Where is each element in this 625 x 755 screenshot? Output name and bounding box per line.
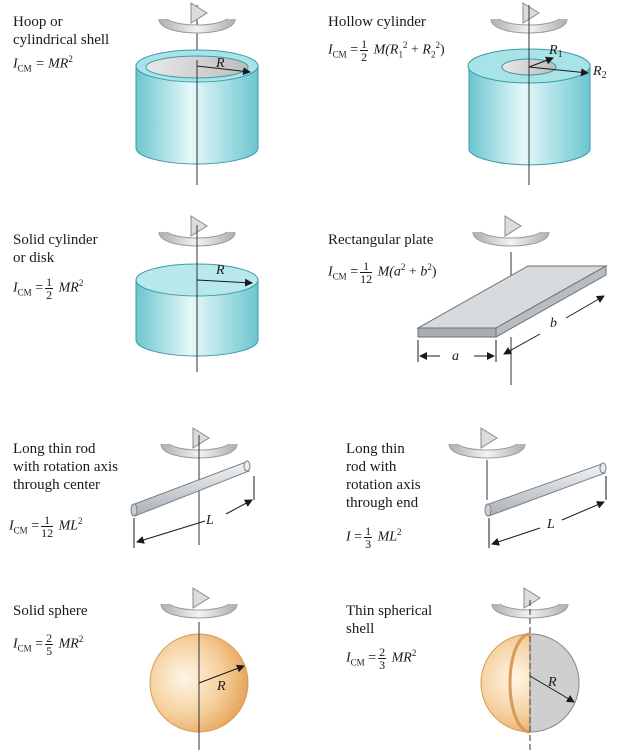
solid-cylinder-radius-label: R	[215, 263, 225, 278]
solid-cylinder-drawing	[135, 216, 259, 372]
solid-sphere-drawing	[149, 588, 249, 750]
rod-end-length-label: L	[546, 517, 555, 532]
hollow-cylinder-title: Hollow cylinder	[328, 14, 426, 30]
thin-shell-title: Thin spherical shell	[346, 603, 433, 637]
thin-spherical-shell-drawing	[480, 588, 580, 750]
rotation-arrow-icon	[165, 588, 233, 614]
hoop-equation: ICM = MR2	[13, 54, 73, 74]
rotation-arrow-icon	[477, 216, 545, 242]
rectangular-plate-title: Rectangular plate	[328, 232, 434, 248]
plate-a-label: a	[452, 349, 459, 364]
solid-sphere-title: Solid sphere	[13, 603, 88, 619]
rod-end-drawing	[453, 428, 607, 548]
shell-radius-label: R	[547, 675, 557, 690]
hollow-r1-label: R1	[548, 43, 563, 60]
solid-sphere-radius-label: R	[216, 679, 226, 694]
rectangular-plate-drawing	[416, 216, 608, 385]
hollow-r2-label: R2	[592, 64, 607, 81]
rotation-arrow-icon	[163, 3, 231, 29]
rod-center-length-label: L	[205, 513, 214, 528]
hollow-cylinder-drawing	[467, 3, 591, 185]
hoop-title: Hoop or cylindrical shell	[13, 14, 110, 48]
solid-cylinder-title: Solid cylinder or disk	[13, 232, 98, 266]
rod-center-title: Long thin rod with rotation axis through…	[13, 441, 118, 493]
rod-center-drawing	[130, 428, 255, 548]
hoop-drawing	[135, 3, 259, 185]
hoop-radius-label: R	[215, 56, 225, 71]
rod-end-title: Long thin rod with rotation axis through…	[346, 441, 421, 511]
plate-b-label: b	[550, 316, 557, 331]
rotation-arrow-icon	[453, 428, 521, 454]
